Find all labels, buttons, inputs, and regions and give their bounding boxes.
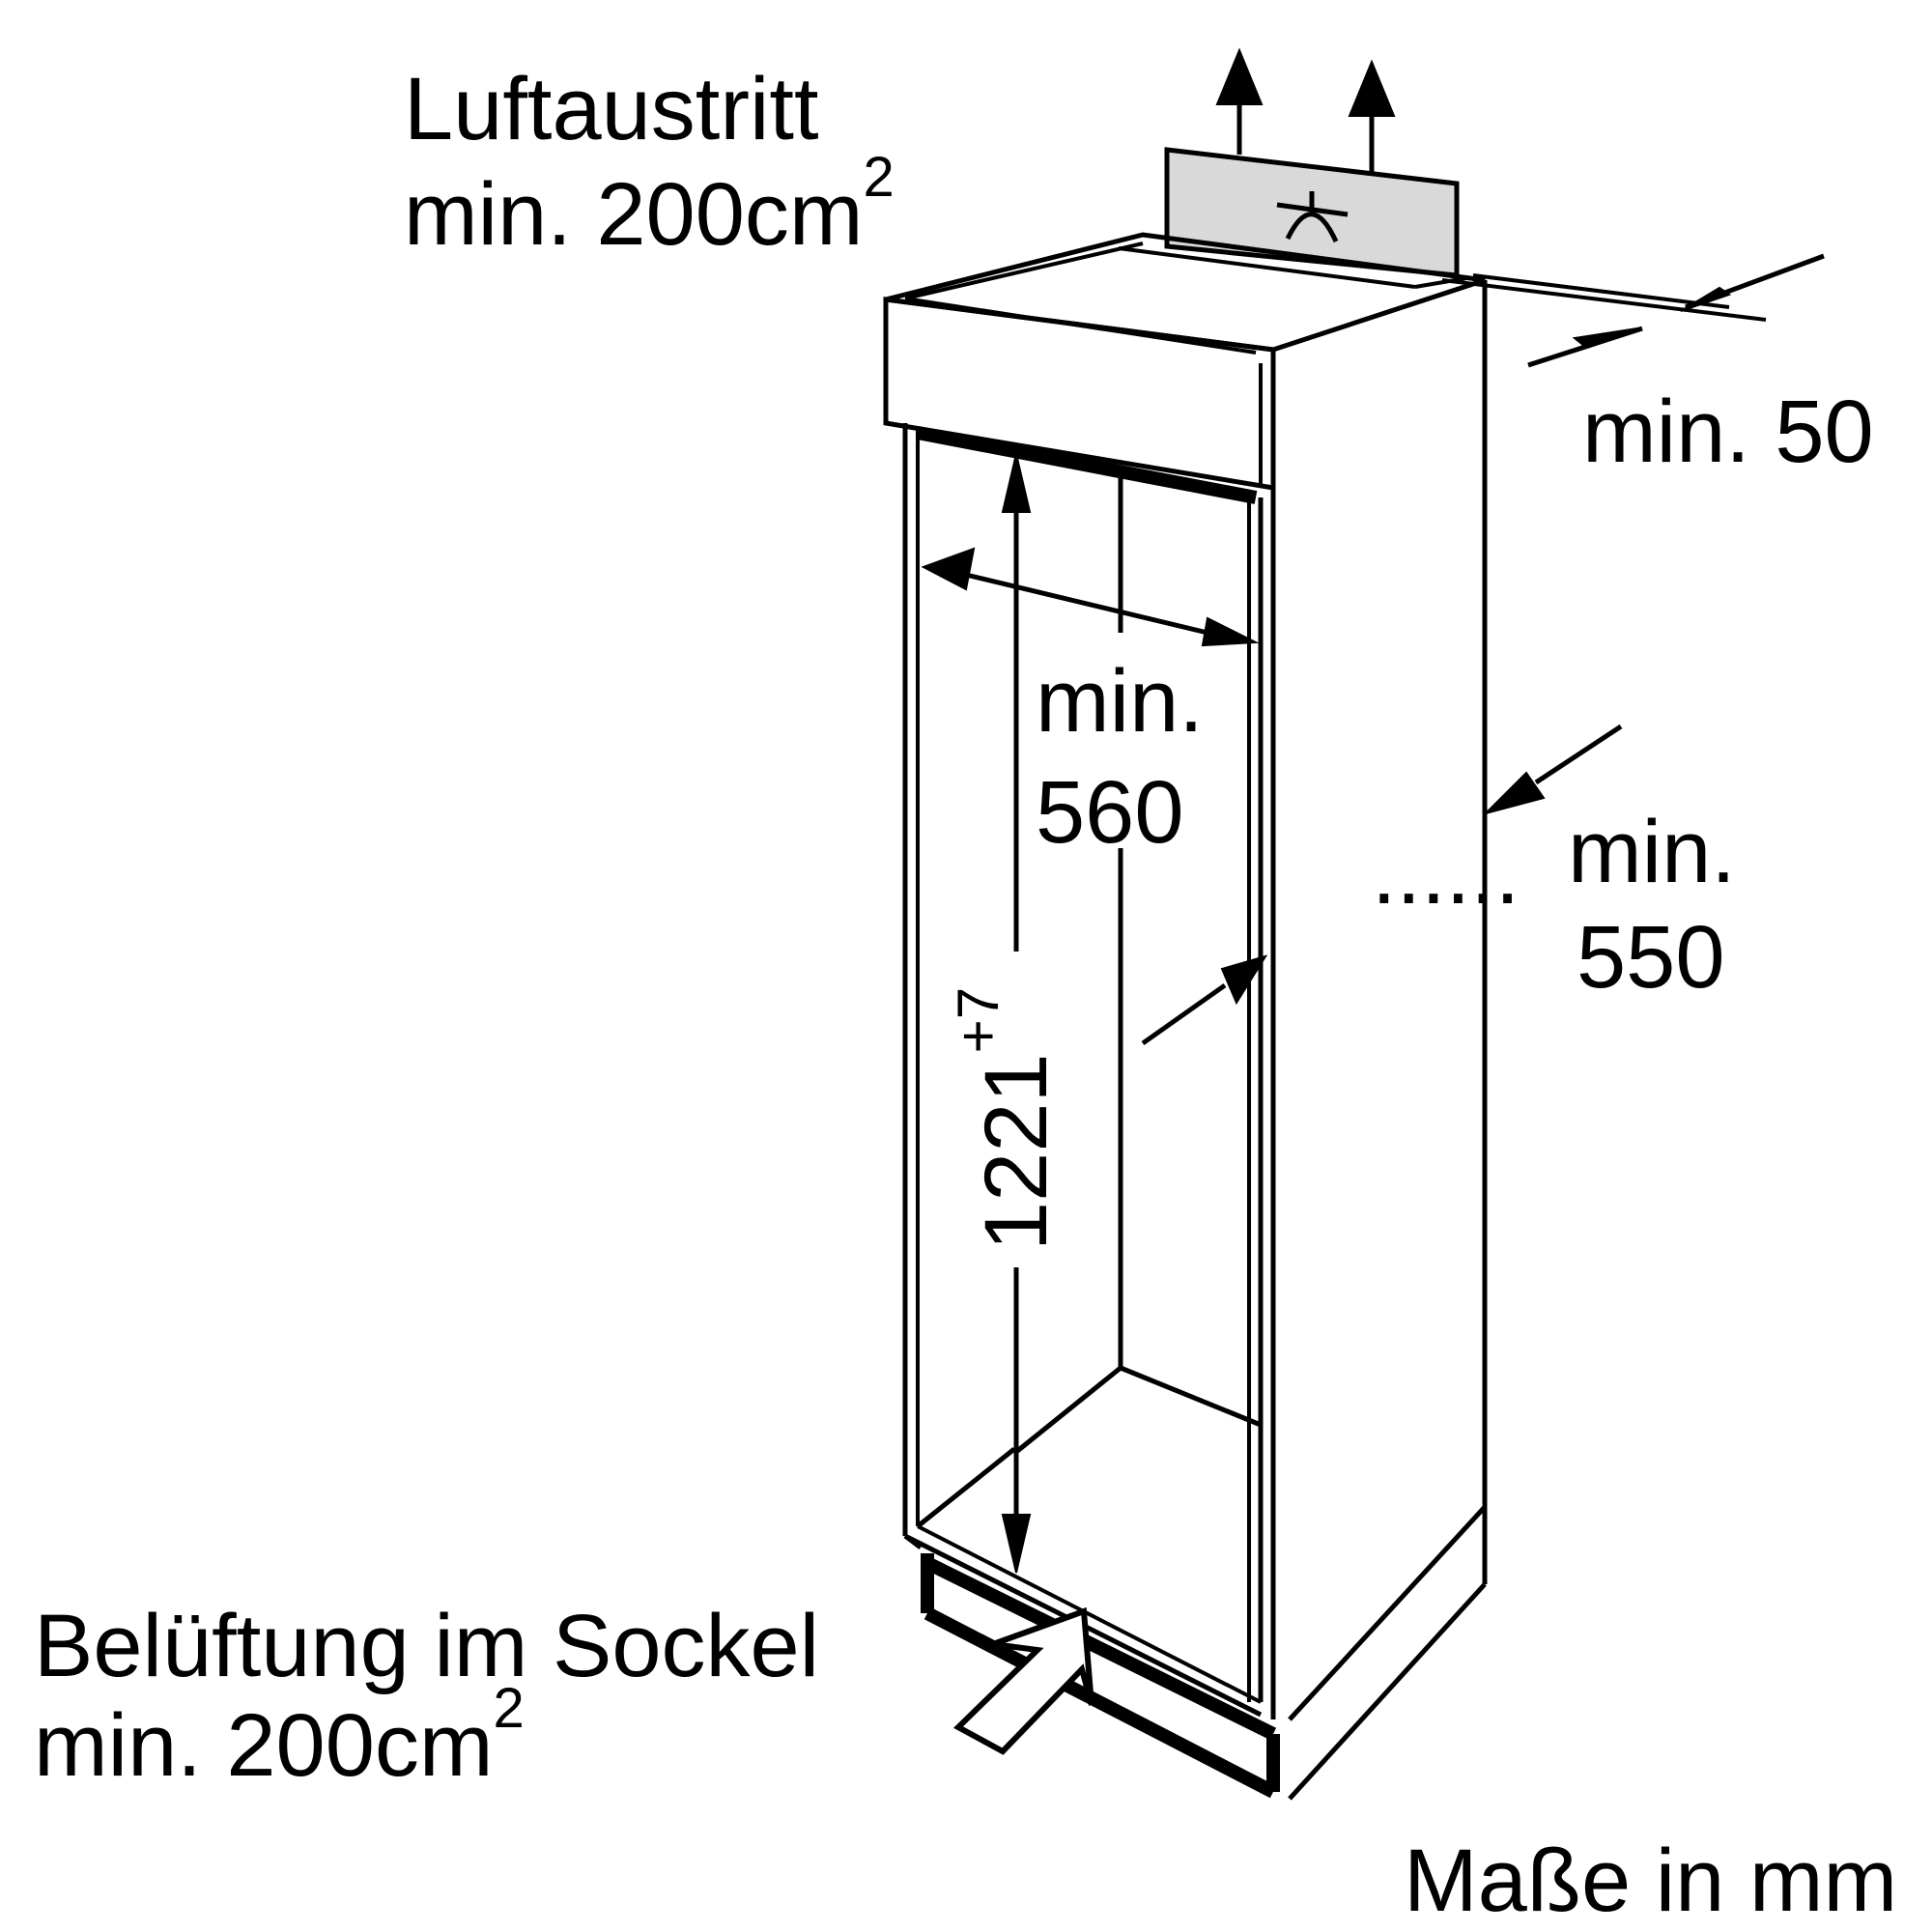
height-label: 1221+7 bbox=[946, 987, 1065, 1251]
air-outlet-label-line2: min. 200cm2 bbox=[404, 146, 895, 264]
air-outlet-arrow-right bbox=[1348, 59, 1396, 172]
air-outlet-area-sup: 2 bbox=[864, 146, 895, 209]
gap-label: min. 50 bbox=[1582, 383, 1874, 481]
units-label: Maße in mm bbox=[1404, 1832, 1897, 1930]
height-value: 1221 bbox=[967, 1053, 1065, 1251]
svg-text:1221+7: 1221+7 bbox=[946, 987, 1065, 1251]
plinth-vent-area-sup: 2 bbox=[494, 1677, 525, 1740]
width-label-line2: 560 bbox=[1036, 763, 1184, 862]
plinth-vent-area: min. 200cm bbox=[34, 1696, 494, 1795]
gap-dimension bbox=[1441, 253, 1825, 368]
height-dimension-arrow bbox=[1001, 453, 1032, 1574]
plinth-vent-arrow bbox=[952, 1606, 1094, 1755]
depth-label-line1: min. bbox=[1568, 803, 1736, 901]
air-outlet-area: min. 200cm bbox=[404, 165, 864, 264]
width-label-line1: min. bbox=[1036, 652, 1204, 751]
niche-cabinet bbox=[883, 232, 1488, 1801]
air-outlet-label-line1: Luftaustritt bbox=[404, 60, 819, 158]
plinth-vent-label-line2: min. 200cm2 bbox=[34, 1677, 525, 1795]
dotted-leader: ...... bbox=[1372, 824, 1520, 923]
width-dimension-arrow bbox=[921, 547, 1260, 647]
depth-dimension-arrows bbox=[1141, 724, 1623, 1046]
depth-label-line2: 550 bbox=[1577, 908, 1725, 1007]
plinth-vent-label-line1: Belüftung im Sockel bbox=[34, 1597, 819, 1695]
air-outlet-arrow-left bbox=[1215, 47, 1264, 155]
fan-vent-icon bbox=[1276, 191, 1349, 243]
height-tolerance: +7 bbox=[946, 987, 1010, 1053]
